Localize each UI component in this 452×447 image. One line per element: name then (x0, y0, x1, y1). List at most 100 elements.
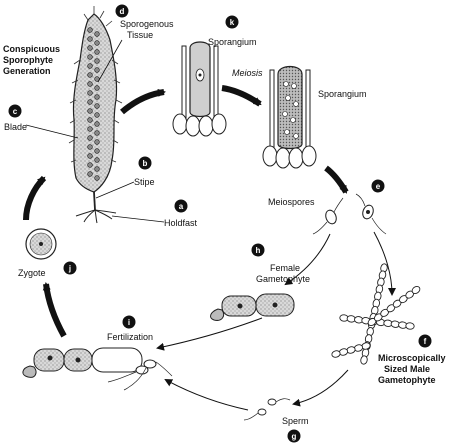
badge-c: c (8, 104, 22, 118)
badge-b: b (138, 156, 152, 170)
sporophyte-title-line3: Generation (3, 66, 51, 76)
arrow-male-to-sperm (292, 369, 349, 407)
sporogenous-cell (87, 144, 93, 150)
sporogenous-cell (87, 63, 93, 69)
sporogenous-tissue-line1: Sporogenous (120, 19, 174, 29)
sporogenous-cell (94, 139, 100, 145)
badge-f-text: f (424, 337, 427, 346)
sporogenous-cell (94, 103, 100, 109)
badge-k: k (225, 15, 239, 29)
badge-g-text: g (292, 432, 297, 441)
sporogenous-cell (94, 94, 100, 100)
arrow-meiospore-to-male (373, 231, 396, 296)
sporangium-top-illustration (172, 41, 227, 137)
sporogenous-cell (87, 72, 93, 78)
sporogenous-cell (87, 162, 93, 168)
meiosis-label: Meiosis (232, 68, 263, 78)
arrow-female-to-fertilization (156, 317, 263, 351)
badge-h: h (251, 243, 265, 257)
male-gametophyte-line3: Gametophyte (378, 375, 436, 385)
badge-d: d (115, 4, 129, 18)
sporogenous-cell (94, 130, 100, 136)
male-gametophyte-cell (411, 285, 421, 295)
sporogenous-cell (94, 157, 100, 163)
arrow-sporophyte-to-sporangium (120, 88, 166, 115)
sporogenous-cell (94, 85, 100, 91)
sporogenous-cell (87, 36, 93, 42)
female-gametophyte-line1: Female (270, 263, 300, 273)
badge-e-text: e (376, 182, 381, 191)
badge-g: g (287, 429, 301, 443)
sporogenous-cell (87, 45, 93, 51)
badge-j-text: j (68, 264, 71, 273)
sporogenous-cell (94, 58, 100, 64)
sporogenous-cell (94, 40, 100, 46)
sporogenous-cell (94, 175, 100, 181)
badge-b-text: b (143, 159, 148, 168)
arrow-zygote-to-sporophyte (23, 175, 47, 221)
arrow-sperm-to-fertilization (164, 379, 249, 411)
arrow-fertilization-to-zygote (42, 282, 67, 338)
leader-lines (25, 39, 165, 223)
arrow-meiosis (221, 85, 262, 107)
stipe-label: Stipe (134, 177, 155, 187)
badge-i: i (122, 315, 136, 329)
badge-k-text: k (230, 18, 235, 27)
sporogenous-cell (94, 121, 100, 127)
sporogenous-cell (94, 112, 100, 118)
arrow-meiospore-to-female (284, 233, 331, 286)
sporogenous-cell (87, 135, 93, 141)
sporangium-right-label: Sporangium (318, 89, 367, 99)
female-gametophyte-line2: Gametophyte (256, 274, 310, 284)
sporogenous-tissue-line2: Tissue (127, 30, 153, 40)
meiospores-label: Meiospores (268, 197, 315, 207)
sporogenous-cell (94, 49, 100, 55)
badge-f: f (418, 334, 432, 348)
male-gametophyte-cell (360, 355, 368, 365)
female-gametophyte-illustration (210, 293, 295, 321)
holdfast-label: Holdfast (164, 218, 198, 228)
sporogenous-cell (87, 27, 93, 33)
sporangium-top-label: Sporangium (208, 37, 257, 47)
cycle-arrows (23, 85, 396, 411)
male-gametophyte-line1: Microscopically (378, 353, 446, 363)
holdfast-roots (75, 209, 117, 224)
zygote-illustration (25, 228, 57, 260)
zygote-label: Zygote (18, 268, 46, 278)
badge-c-text: c (13, 107, 18, 116)
sporogenous-cell (94, 148, 100, 154)
badge-d-text: d (120, 7, 125, 16)
sporogenous-cell (87, 171, 93, 177)
sporophyte-illustration (68, 6, 123, 224)
badge-a-text: a (179, 202, 184, 211)
fertilization-illustration (22, 347, 173, 391)
sperm-label: Sperm (282, 416, 309, 426)
sporogenous-cell (87, 54, 93, 60)
sporogenous-cell (87, 117, 93, 123)
badge-e: e (371, 179, 385, 193)
blade-label: Blade (4, 122, 27, 132)
male-gametophyte-illustration (331, 263, 421, 365)
badge-i-text: i (128, 318, 130, 327)
badge-a: a (174, 199, 188, 213)
sporogenous-cell (94, 31, 100, 37)
male-gametophyte-cell (405, 322, 415, 330)
arrow-sporangium-to-meiospores (324, 165, 349, 194)
male-gametophyte-cell (331, 350, 341, 358)
sporogenous-cell (87, 90, 93, 96)
badge-h-text: h (256, 246, 261, 255)
sporophyte-title-line2: Sporophyte (3, 55, 53, 65)
sporogenous-cell (87, 108, 93, 114)
sporophyte-title-line1: Conspicuous (3, 44, 60, 54)
fertilization-label: Fertilization (107, 332, 153, 342)
sporogenous-cell (87, 81, 93, 87)
sporogenous-cell (87, 153, 93, 159)
sporogenous-cell (87, 126, 93, 132)
sporangium-right-illustration (262, 65, 317, 169)
meiospores-illustration (312, 193, 387, 235)
sperm-illustration (243, 398, 291, 421)
sporogenous-cell (94, 166, 100, 172)
sporogenous-cell (87, 99, 93, 105)
sporogenous-cell (94, 67, 100, 73)
